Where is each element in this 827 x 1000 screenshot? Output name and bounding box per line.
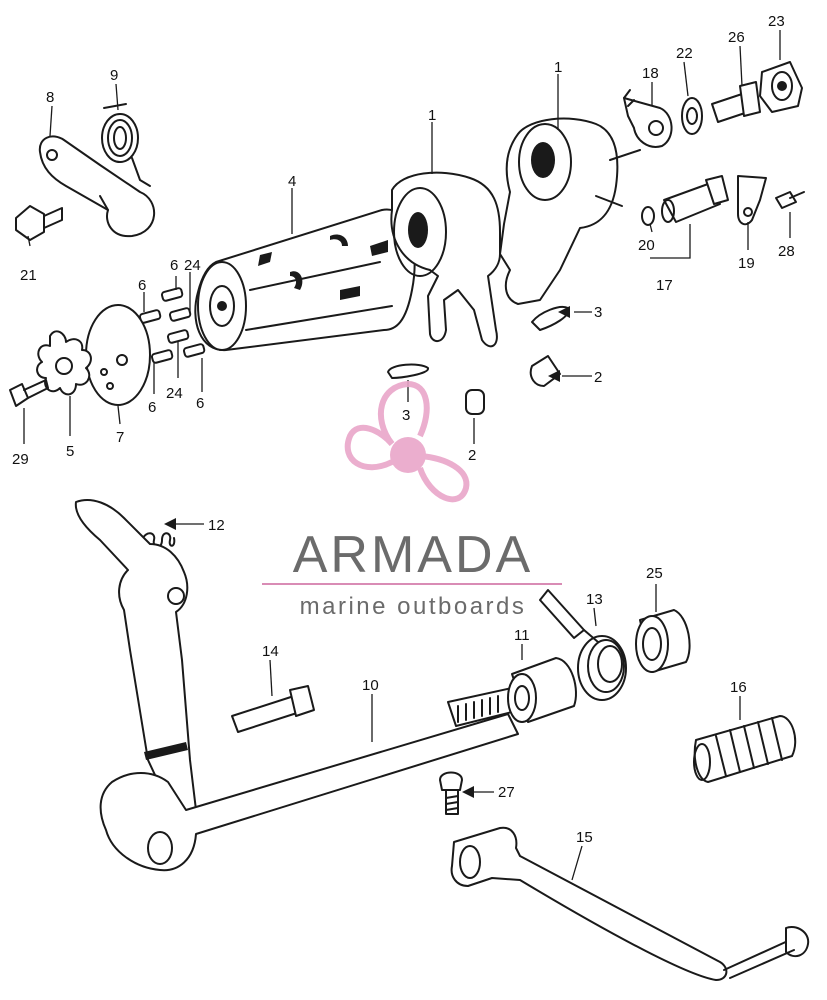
callout-17: 17	[656, 277, 673, 294]
callout-22: 22	[676, 45, 693, 62]
part-9-spring	[101, 103, 151, 187]
callout-2: 2	[468, 447, 476, 464]
part-10-shift-spindle	[74, 499, 521, 872]
callout-13: 13	[586, 591, 603, 608]
part-23-cap-nut	[759, 61, 803, 113]
callout-27: 27	[498, 784, 515, 801]
callout-1: 1	[428, 107, 436, 124]
part-19-bracket	[737, 175, 767, 226]
callout-7: 7	[116, 429, 124, 446]
callout-10: 10	[362, 677, 379, 694]
part-13-return-spring	[539, 589, 627, 701]
watermark-subtitle: marine outboards	[300, 593, 527, 620]
callout-24: 24	[166, 385, 183, 402]
part-11-collar	[507, 657, 577, 723]
part-2-guide-pin-right	[529, 355, 561, 387]
propeller-logo-icon	[344, 380, 470, 503]
part-29-bolt	[9, 379, 49, 407]
part-7-plate	[85, 304, 151, 406]
callout-6: 6	[196, 395, 204, 412]
part-18-plate	[623, 89, 673, 148]
callout-18: 18	[642, 65, 659, 82]
part-14-stud	[231, 685, 315, 733]
callout-6: 6	[148, 399, 156, 416]
callout-23: 23	[768, 13, 785, 30]
callout-9: 9	[110, 67, 118, 84]
watermark-title: ARMADA	[293, 526, 533, 584]
part-17-shaft	[661, 175, 729, 223]
part-4-shift-drum	[194, 208, 435, 352]
callout-11: 11	[514, 627, 530, 644]
part-20-washer	[641, 206, 655, 226]
callout-1: 1	[554, 59, 562, 76]
callout-6: 6	[170, 257, 178, 274]
part-1-shift-fork-left	[390, 171, 501, 348]
part-25-bearing	[635, 609, 691, 673]
callout-15: 15	[576, 829, 593, 846]
callout-29: 29	[12, 451, 29, 468]
callout-labels: 1 1 4 18 22 26 23 9 8 21 20 17 19 28 3 2…	[12, 13, 795, 846]
callout-4: 4	[288, 173, 296, 190]
callout-3: 3	[594, 304, 602, 321]
callout-2: 2	[594, 369, 602, 386]
callout-6: 6	[138, 277, 146, 294]
callout-5: 5	[66, 443, 74, 460]
propeller-blade-icon	[417, 453, 470, 503]
callout-8: 8	[46, 89, 54, 106]
part-1-shift-fork-right	[499, 117, 641, 305]
part-8-stopper-arm	[38, 135, 155, 238]
part-3-cotter-pin-center	[387, 363, 429, 379]
part-2-guide-pin-center	[465, 389, 485, 415]
part-28-screw	[775, 191, 805, 209]
callout-16: 16	[730, 679, 747, 696]
part-16-rubber-boot	[693, 715, 797, 783]
armada-watermark: ARMADA marine outboards	[262, 380, 562, 620]
callout-21: 21	[20, 267, 37, 284]
propeller-blade-icon	[344, 424, 395, 471]
part-15-shift-pedal	[450, 826, 810, 981]
part-21-bolt	[15, 205, 63, 241]
callout-20: 20	[638, 237, 655, 254]
part-22-washer	[681, 97, 703, 135]
callout-24: 24	[184, 257, 201, 274]
callout-12: 12	[208, 517, 225, 534]
propeller-blade-icon	[377, 380, 430, 446]
callout-26: 26	[728, 29, 745, 46]
propeller-hub-icon	[390, 437, 426, 473]
part-26-bolt	[711, 81, 761, 123]
leader-lines	[23, 30, 791, 881]
part-5-star-cam	[36, 330, 92, 396]
callout-19: 19	[738, 255, 755, 272]
callout-14: 14	[262, 643, 279, 660]
callout-25: 25	[646, 565, 663, 582]
callout-3: 3	[402, 407, 410, 424]
callout-28: 28	[778, 243, 795, 260]
part-27-bolt	[439, 771, 463, 815]
